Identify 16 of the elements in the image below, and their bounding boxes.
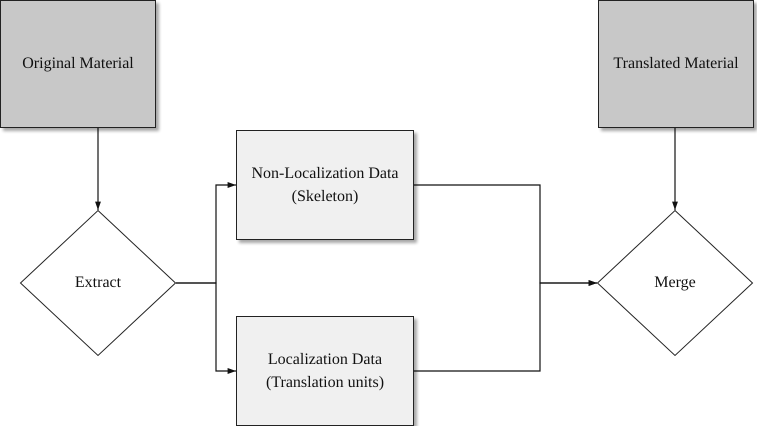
node-label: Merge xyxy=(654,273,696,294)
process-box xyxy=(598,0,754,128)
decision-diamond xyxy=(20,210,176,356)
arrow xyxy=(414,280,597,372)
arrow xyxy=(176,282,236,374)
decision-diamond xyxy=(597,210,753,356)
node-label: Original Material xyxy=(21,54,135,74)
node-label: Translated Material xyxy=(612,54,740,74)
process-box xyxy=(0,0,156,128)
arrow xyxy=(672,128,678,210)
process-box xyxy=(236,316,414,426)
process-box xyxy=(236,130,414,240)
node-label: Extract xyxy=(74,273,122,294)
node-label: Non-Localization Data (Skeleton) xyxy=(250,164,400,207)
arrow xyxy=(95,128,101,210)
node-label: Localization Data (Translation units) xyxy=(264,350,386,393)
